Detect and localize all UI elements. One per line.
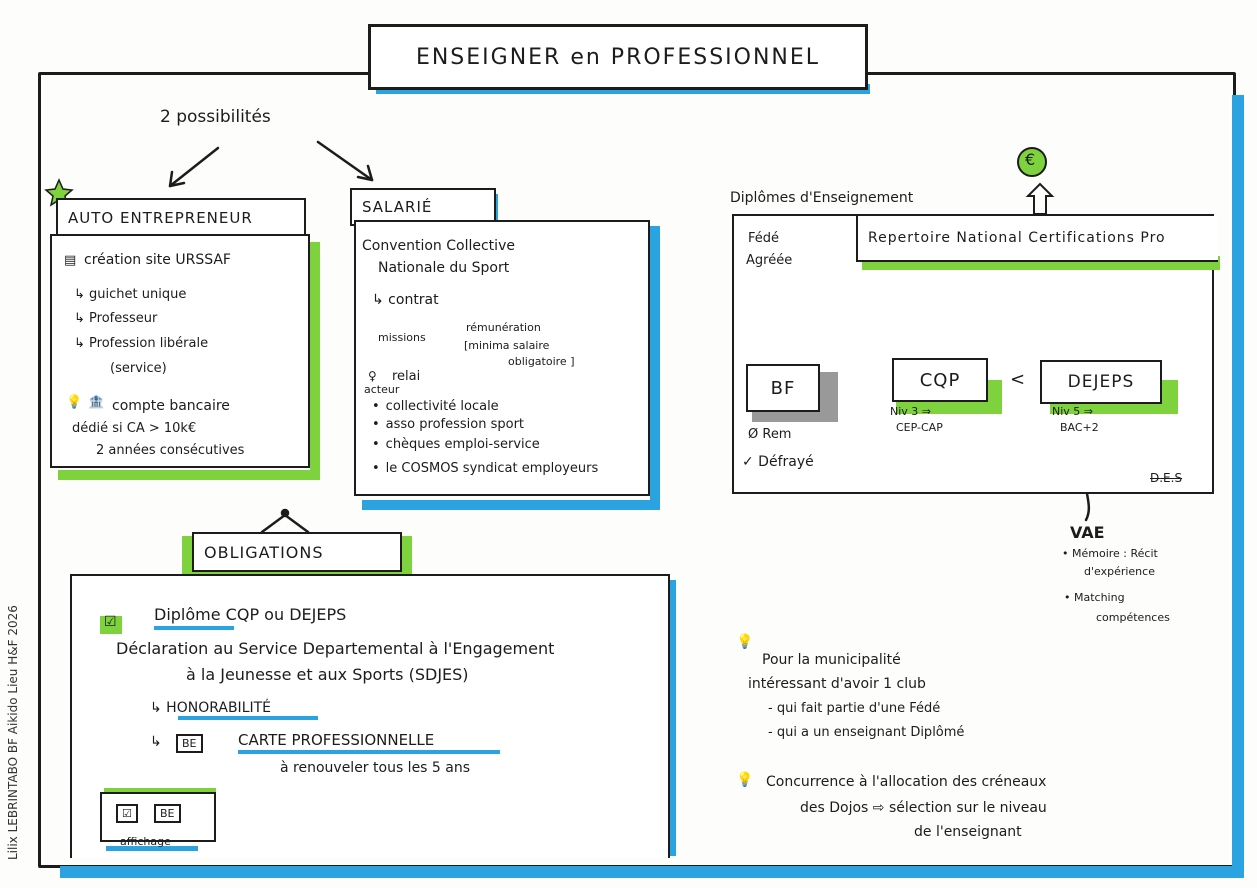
card-icon: BE [176, 734, 203, 753]
auto-box-shadow-right [310, 242, 320, 470]
bank-icon: 🏦 [88, 395, 105, 410]
note-2-line-c: de l'enseignant [914, 824, 1022, 840]
auto-line-service: (service) [110, 361, 167, 376]
person-icon: ♀ [368, 369, 377, 383]
auto-line-compte: compte bancaire [112, 398, 230, 414]
auto-line-urssaf: création site URSSAF [84, 252, 231, 268]
vae-item-2a: • Matching [1064, 591, 1125, 604]
affichage-label: affichage [120, 835, 171, 848]
card-icon-small: BE [154, 804, 181, 823]
auto-line-liberale: ↳ Profession libérale [74, 336, 209, 351]
note-1-line-c: - qui fait partie d'une Fédé [768, 701, 941, 716]
crossed-des: D.E.S [1150, 471, 1183, 485]
lightbulb-icon: 💡 [66, 395, 83, 410]
salarie-item-2: asso profession sport [372, 417, 524, 433]
salarie-item-3: chèques emploi-service [372, 437, 540, 453]
auto-entrepreneur-box [50, 234, 310, 468]
auto-line-guichet: ↳ guichet unique [74, 287, 187, 302]
computer-icon: ▤ [64, 253, 77, 268]
certificate-icon: ☑ [116, 804, 138, 823]
salarie-obligatoire: obligatoire ] [508, 355, 575, 368]
auto-entrepreneur-title: AUTO ENTREPRENEUR [56, 198, 306, 238]
side-credit: Lilix LEBRINTABO BF Aikido Lieu H&F 2026 [6, 605, 20, 860]
checkbox-highlight [100, 616, 122, 634]
bf-defraye: ✓ Défrayé [742, 454, 814, 470]
salarie-item-4: le COSMOS syndicat employeurs [372, 461, 599, 477]
bf-rem: Ø Rem [748, 427, 792, 442]
salarie-acteur: acteur [364, 383, 400, 396]
obligations-box [70, 574, 670, 858]
dejeps-niveau: Niv 5 ⇒ [1052, 405, 1094, 418]
vae-item-1a: • Mémoire : Récit [1062, 547, 1158, 560]
obligations-declaration-2: à la Jeunesse et aux Sports (SDJES) [186, 665, 469, 684]
note-2-line-b: des Dojos ⇨ sélection sur le niveau [800, 800, 1047, 816]
obligations-diplome: Diplôme CQP ou DEJEPS [154, 605, 347, 624]
salarie-remuneration: rémunération [466, 321, 541, 334]
note-1-line-a: Pour la municipalité [762, 652, 901, 668]
euro-icon [1017, 147, 1047, 177]
cqp-niveau: Niv 3 ⇒ [890, 405, 932, 418]
auto-line-dedie: dédié si CA > 10k€ [72, 421, 197, 436]
note-2-line-a: Concurrence à l'allocation des créneaux [766, 774, 1047, 790]
salarie-contrat: ↳ contrat [372, 292, 439, 308]
frame-shadow-right [1232, 95, 1244, 870]
auto-line-annees: 2 années consécutives [96, 443, 245, 458]
salarie-nationale: Nationale du Sport [378, 260, 510, 276]
page-title: ENSEIGNER en PROFESSIONNEL [368, 24, 868, 90]
salarie-missions: missions [378, 331, 426, 344]
obligations-renouveler: à renouveler tous les 5 ans [280, 760, 471, 776]
carte-prefix: ↳ [150, 734, 162, 750]
dejeps-box: DEJEPS [1040, 360, 1162, 404]
lightbulb-icon-note-1: 💡 [736, 634, 754, 650]
obligations-declaration-1: Déclaration au Service Departemental à l… [116, 639, 555, 658]
vae-title: VAE [1070, 523, 1105, 542]
carte-underline [238, 750, 500, 754]
vae-item-2b: compétences [1096, 611, 1170, 624]
salarie-item-1: collectivité locale [372, 399, 499, 415]
note-1-line-d: - qui a un enseignant Diplômé [768, 725, 965, 740]
cqp-equivalent: CEP-CAP [896, 421, 943, 434]
vae-item-1b: d'expérience [1084, 565, 1155, 578]
euro-symbol: € [1025, 150, 1036, 169]
diplomes-fede: Fédé [748, 231, 780, 246]
diplome-underline [154, 626, 234, 630]
auto-line-professeur: ↳ Professeur [74, 311, 158, 326]
affichage-underline [106, 846, 198, 851]
bf-box: BF [746, 364, 820, 412]
obligations-carte: CARTE PROFESSIONNELLE [238, 731, 435, 749]
auto-box-shadow-bottom [58, 470, 320, 480]
obligations-title: OBLIGATIONS [192, 532, 402, 572]
diplomes-agreee: Agréée [746, 253, 793, 268]
salarie-box-shadow-bottom [362, 500, 660, 510]
possibilities-label: 2 possibilités [160, 107, 271, 127]
frame-shadow-bottom [60, 866, 1244, 878]
checkbox-icon: ☑ [104, 614, 117, 630]
lightbulb-icon-note-2: 💡 [736, 772, 754, 788]
note-1-line-b: intéressant d'avoir 1 club [748, 676, 926, 692]
salarie-relai: relai [392, 369, 421, 384]
obligations-box-shadow-right [666, 580, 676, 856]
cqp-box: CQP [892, 358, 988, 402]
obligations-honorabilite: ↳ HONORABILITÉ [150, 700, 272, 716]
rncp-title: Repertoire National Certifications Pro [856, 216, 1218, 262]
honorabilite-underline [178, 716, 318, 720]
dejeps-equivalent: BAC+2 [1060, 421, 1099, 434]
diplomes-header: Diplômes d'Enseignement [730, 190, 914, 206]
salarie-convention: Convention Collective [362, 238, 515, 254]
lt-symbol: < [1010, 369, 1026, 390]
salarie-minima: [minima salaire [464, 339, 550, 352]
salarie-box-shadow-right [650, 226, 660, 504]
